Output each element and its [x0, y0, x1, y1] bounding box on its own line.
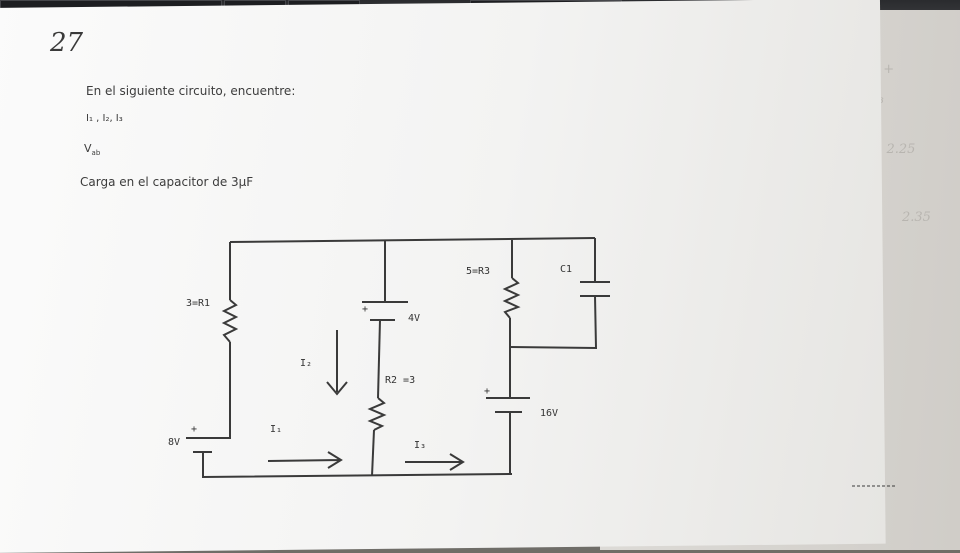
page-number: 27 [50, 28, 84, 58]
label-c1: C1 [560, 264, 572, 275]
wire-bottom [202, 452, 513, 479]
vab-item: Vab [84, 142, 100, 157]
wire-left-lower [203, 342, 231, 439]
arrow-i3 [405, 453, 465, 471]
label-i1: I₁ [270, 424, 282, 435]
battery-left-plates [186, 437, 218, 453]
plus-sign: + [191, 424, 197, 435]
currents-item: I₁ , I₂, I₃ [86, 113, 123, 124]
resistor-r3 [502, 277, 521, 319]
capacitor-c1-plates [580, 281, 610, 297]
arrow-i1 [267, 451, 343, 469]
label-r2: R2 =3 [385, 375, 415, 386]
charge-item: Carga en el capacitor de 3μF [80, 175, 254, 189]
label-battery-right: 16V [540, 408, 558, 419]
wire-mid-bottom [371, 429, 375, 477]
vab-subscript: ab [91, 149, 101, 158]
label-r3: 5=R3 [466, 266, 490, 277]
label-r1: 3=R1 [186, 298, 210, 309]
label-battery-left: 8V [168, 437, 180, 448]
label-battery-mid: 4V [408, 313, 420, 324]
resistor-r2 [367, 397, 387, 431]
label-i3: I₃ [414, 440, 426, 451]
problem-prompt: En el siguiente circuito, encuentre: [86, 84, 296, 98]
resistor-r1 [221, 299, 239, 343]
circuit-diagram: 3=R1 R2 =3 5=R3 C1 8V 4V 16V + + + I₂ I₁… [168, 237, 895, 487]
vab-symbol: V [84, 142, 92, 155]
background-handwriting: 2.35 [902, 210, 931, 225]
plus-sign: + [484, 386, 490, 397]
label-i2: I₂ [300, 358, 312, 369]
battery-right-plates [486, 397, 530, 413]
wire-cap-bottom [509, 295, 598, 350]
plus-sign: + [362, 304, 368, 315]
wire-mid-lower [377, 319, 381, 399]
wire-top [229, 237, 596, 243]
arrow-i2 [326, 330, 348, 396]
background-handwriting: I₁ 2.25 [872, 142, 916, 157]
battery-mid-plates [362, 301, 408, 321]
